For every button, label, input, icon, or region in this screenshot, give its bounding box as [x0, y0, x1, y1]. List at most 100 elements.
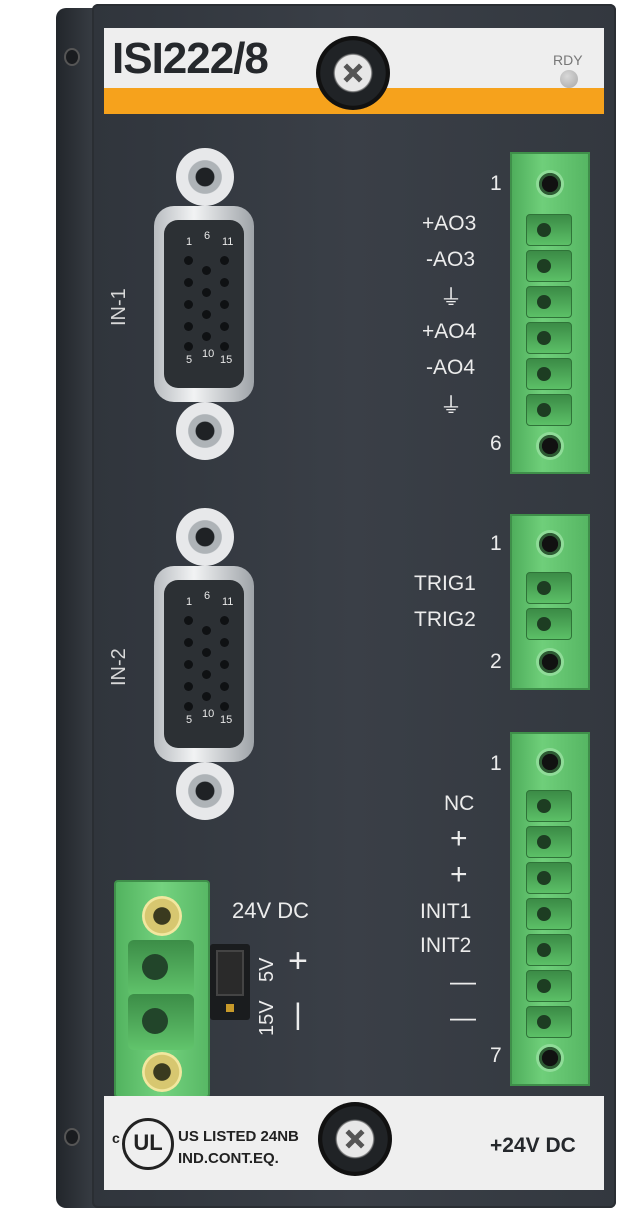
terminal-slot: [526, 214, 572, 246]
pin: [184, 682, 193, 691]
terminal-screw-hole: [536, 432, 564, 460]
jumper-pin: [226, 1004, 234, 1012]
terminal-slot: [526, 358, 572, 390]
terminal-label: INIT1: [420, 900, 472, 923]
pin-label: 1: [186, 236, 193, 248]
pin: [220, 300, 229, 309]
power-minus-symbol: |: [294, 998, 302, 1031]
pin-number-first: 1: [490, 172, 502, 195]
pin: [184, 256, 193, 265]
dsub-screw: [176, 762, 234, 820]
terminal-slot: [526, 826, 572, 858]
terminal-block-init[interactable]: [510, 732, 590, 1086]
pin: [184, 300, 193, 309]
model-name: ISI222/8: [112, 34, 269, 83]
pin-label: 6: [204, 230, 211, 242]
supply-label: +24V DC: [490, 1134, 576, 1157]
pin: [184, 322, 193, 331]
pin: [202, 310, 211, 319]
terminal-block-trigger[interactable]: [510, 514, 590, 690]
pin: [202, 288, 211, 297]
power-slot: [128, 994, 194, 1050]
pin-label: 10: [202, 708, 215, 720]
terminal-label: -AO4: [426, 356, 476, 379]
jumper-5v-label: 5V: [256, 957, 278, 982]
terminal-slot: [526, 790, 572, 822]
rdy-label: RDY: [553, 52, 583, 68]
bottom-screw: [318, 1102, 392, 1176]
jumper-15v-label: 15V: [256, 1000, 278, 1036]
pin: [184, 342, 193, 351]
pin: [184, 702, 193, 711]
ready-led: [560, 70, 578, 88]
pin-label: 15: [220, 714, 233, 726]
pin-label: 15: [220, 354, 233, 366]
pin: [184, 660, 193, 669]
terminal-label: +: [450, 822, 468, 855]
terminal-slot: [526, 1006, 572, 1038]
terminal-slot: [526, 934, 572, 966]
terminal-slot: [526, 898, 572, 930]
pin: [220, 682, 229, 691]
pin: [184, 278, 193, 287]
pin: [202, 332, 211, 341]
pin: [220, 322, 229, 331]
input-name-in1: IN-1: [108, 288, 130, 326]
pin: [184, 616, 193, 625]
terminal-slot: [526, 250, 572, 282]
terminal-screw-hole: [536, 530, 564, 558]
terminal-screw-hole: [536, 170, 564, 198]
terminal-screw-hole: [536, 748, 564, 776]
terminal-label: —: [450, 1002, 476, 1032]
jumper-cap: [216, 950, 244, 996]
dsub-screw: [176, 402, 234, 460]
terminal-slot: [526, 394, 572, 426]
ul-logo: UL: [122, 1118, 174, 1170]
dsub-screw: [176, 508, 234, 566]
terminal-label: -AO3: [426, 248, 476, 271]
ul-c-mark: c: [112, 1130, 120, 1146]
pin: [220, 616, 229, 625]
dsub-connector-in2[interactable]: 1 6 11 5 10 15: [150, 504, 260, 824]
pin-label: 1: [186, 596, 193, 608]
top-screw: [316, 36, 390, 110]
power-label: 24V DC: [232, 898, 310, 923]
dsub-connector-in1[interactable]: 1 6 11 5 10 15: [150, 144, 260, 464]
terminal-slot: [526, 608, 572, 640]
dsub-screw: [176, 148, 234, 206]
pin: [202, 670, 211, 679]
terminal-slot: [526, 970, 572, 1002]
mounting-hole: [66, 50, 78, 64]
pin: [220, 342, 229, 351]
terminal-label: NC: [444, 792, 475, 815]
terminal-slot: [526, 572, 572, 604]
pin: [220, 702, 229, 711]
terminal-label: TRIG2: [414, 608, 476, 631]
terminal-block-analog[interactable]: [510, 152, 590, 474]
pin-number-last: 2: [490, 650, 502, 673]
dsub-face: [164, 580, 244, 748]
pin: [220, 638, 229, 647]
pin: [184, 638, 193, 647]
pin: [202, 692, 211, 701]
terminal-label: INIT2: [420, 934, 472, 957]
ul-text-line1: US LISTED 24NB: [178, 1128, 299, 1145]
ul-text-line2: IND.CONT.EQ.: [178, 1150, 279, 1167]
ground-icon: ⏚: [440, 393, 463, 418]
power-screw-hole: [142, 1052, 182, 1092]
terminal-slot: [526, 322, 572, 354]
pin-number-last: 6: [490, 432, 502, 455]
terminal-slot: [526, 862, 572, 894]
terminal-screw-hole: [536, 1044, 564, 1072]
pin-number-first: 1: [490, 532, 502, 555]
pin: [202, 626, 211, 635]
terminal-label: +AO4: [422, 320, 477, 343]
terminal-label: TRIG1: [414, 572, 476, 595]
power-terminal-block[interactable]: [114, 880, 210, 1098]
ground-icon: ⏚: [440, 285, 463, 310]
terminal-label: +: [450, 858, 468, 891]
terminal-screw-hole: [536, 648, 564, 676]
pin: [202, 648, 211, 657]
power-plus-symbol: +: [288, 942, 308, 980]
pin-label: 5: [186, 354, 193, 366]
